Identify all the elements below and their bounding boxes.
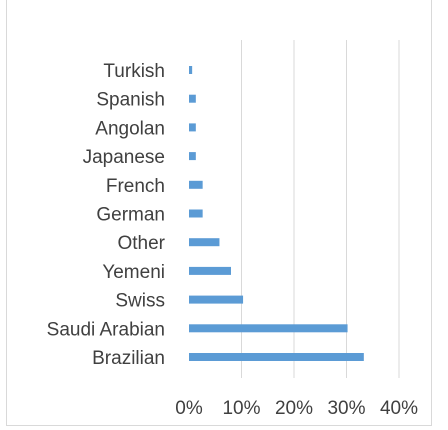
gridlines (241, 40, 400, 378)
bar (189, 152, 196, 161)
category-label: Turkish (103, 61, 165, 82)
bar (189, 324, 348, 333)
bar (189, 266, 231, 275)
category-label: French (106, 176, 165, 197)
category-label: Angolan (95, 118, 165, 139)
category-labels: TurkishSpanishAngolanJapaneseFrenchGerma… (47, 61, 166, 369)
category-label: Swiss (115, 291, 165, 312)
bar (189, 353, 364, 361)
category-label: Yemeni (102, 262, 165, 283)
bars (189, 66, 364, 361)
bar (189, 209, 203, 218)
x-tick-label: 20% (275, 398, 313, 419)
category-label: Saudi Arabian (47, 319, 165, 340)
bar (189, 123, 196, 132)
x-tick-label: 40% (380, 398, 418, 419)
x-tick-label: 30% (327, 398, 365, 419)
category-label: Brazilian (92, 348, 165, 369)
bar (189, 180, 203, 189)
bar (189, 66, 193, 74)
x-axis-tick-labels: 0% 10% 20% 30% 40% (175, 398, 418, 419)
category-label: German (96, 205, 165, 226)
bar (189, 238, 220, 247)
x-tick-label: 10% (222, 398, 260, 419)
category-label: Other (117, 233, 165, 254)
category-label: Japanese (83, 147, 165, 168)
bar (189, 94, 196, 103)
x-tick-label: 0% (175, 398, 203, 419)
category-label: Spanish (96, 90, 165, 111)
bar (189, 295, 244, 304)
